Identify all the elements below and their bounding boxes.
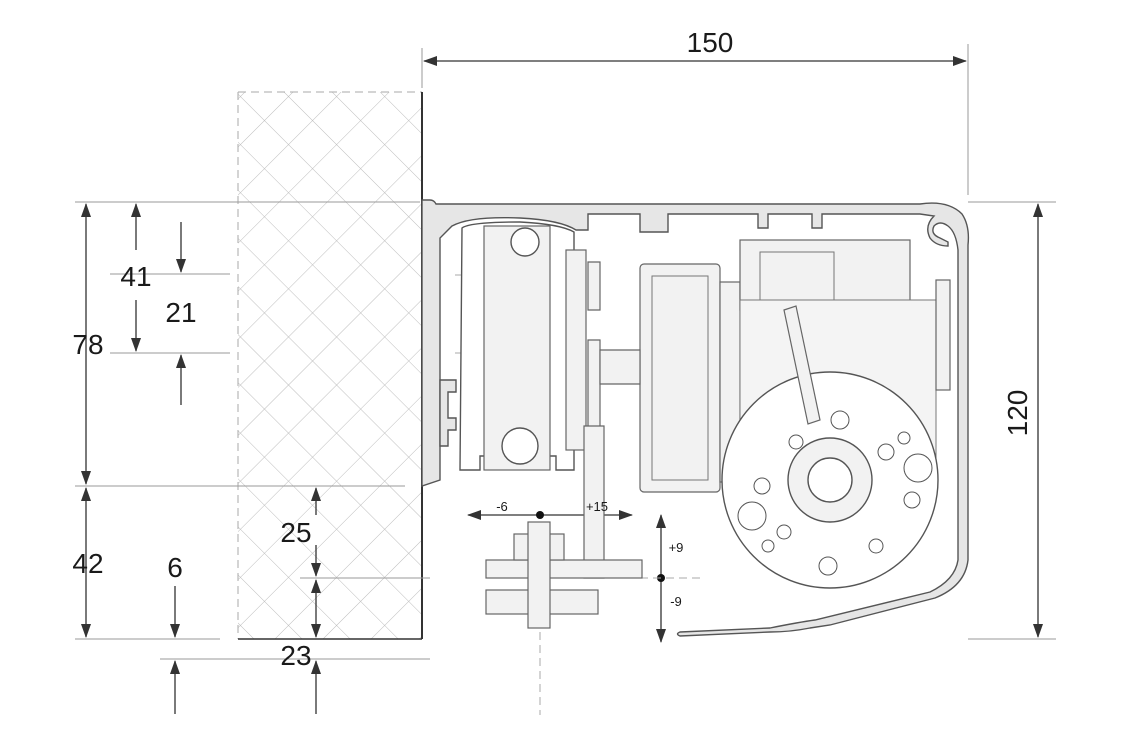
adjust-minus9: -9 — [670, 594, 682, 609]
dim-21: 21 — [165, 297, 196, 328]
extension-lines — [75, 44, 1056, 660]
adjust-plus15: +15 — [586, 499, 608, 514]
dim-25: 25 — [280, 517, 311, 548]
dim-height-120: 120 — [1002, 390, 1033, 437]
dim-23: 23 — [280, 640, 311, 671]
dim-6: 6 — [167, 552, 183, 583]
adjust-minus6: -6 — [496, 499, 508, 514]
wall — [237, 91, 423, 640]
dim-width-150: 150 — [687, 27, 734, 58]
dim-42: 42 — [72, 548, 103, 579]
cassette-profile — [421, 199, 970, 637]
dim-41: 41 — [120, 261, 151, 292]
dimension-labels: 150 120 78 41 21 42 6 25 23 -6 +15 +9 -9 — [72, 27, 1033, 671]
adjust-plus9: +9 — [669, 540, 684, 555]
mounting-bracket — [485, 425, 643, 629]
motor-assembly — [599, 239, 951, 589]
dim-78: 78 — [72, 329, 103, 360]
